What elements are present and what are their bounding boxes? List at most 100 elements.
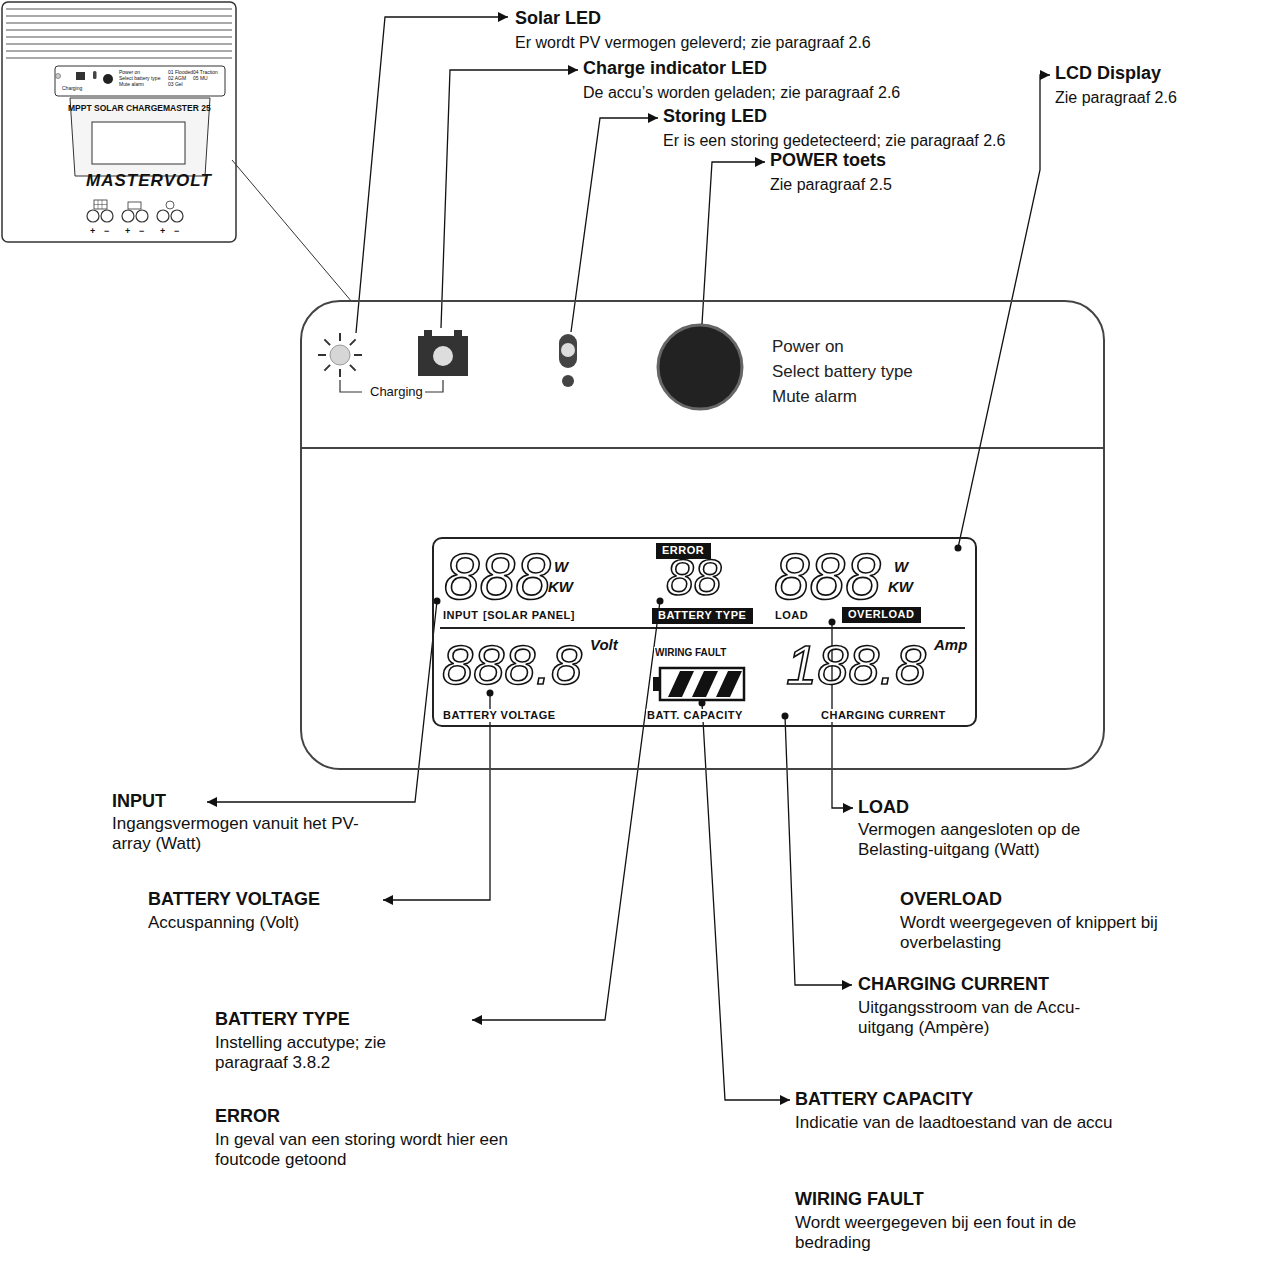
- thumb-label: Select battery type: [119, 76, 160, 81]
- lcd-display: ERRORBATTERY TYPEOVERLOAD888WKWINPUT[SOL…: [432, 537, 977, 727]
- led-group-label: Charging: [370, 385, 423, 399]
- callout-text: Er wordt PV vermogen geleverd; zie parag…: [515, 34, 871, 52]
- button-function: Power on: [772, 337, 844, 357]
- lcd-unit: KW: [548, 579, 573, 594]
- battery-terminal: [454, 330, 462, 336]
- terminal-polarity: +: [125, 227, 130, 236]
- callout-text: Wordt weergegeven bij een fout in de bed…: [795, 1213, 1110, 1253]
- lcd-digits: 88: [666, 553, 722, 603]
- zoom-line: [232, 160, 352, 302]
- thumb-label: Power on: [119, 70, 140, 75]
- capacity-bars: [668, 671, 742, 697]
- fault-icon-dot: [562, 375, 574, 387]
- device-housing: [2, 2, 236, 242]
- callout-text: Uitgangsstroom van de Accu-uitgang (Ampè…: [858, 998, 1098, 1038]
- lcd-digits: 888: [444, 545, 551, 609]
- lcd-label: BATT. CAPACITY: [646, 709, 744, 722]
- cooling-fins: [6, 9, 232, 58]
- lcd-unit: Amp: [934, 637, 967, 652]
- callout-title: LOAD: [858, 797, 909, 818]
- callout-text: Zie paragraaf 2.5: [770, 176, 892, 194]
- lcd-unit: Volt: [590, 637, 618, 652]
- solar-terminal-icon: [94, 200, 107, 209]
- lcd-indicator: OVERLOAD: [842, 607, 921, 623]
- lcd-label: BATTERY VOLTAGE: [442, 709, 557, 722]
- battery-capacity-icon: [660, 668, 744, 700]
- thumb-solar-led: [56, 74, 61, 79]
- terminal-polarity: +: [160, 227, 165, 236]
- thumb-power-button: [103, 74, 113, 84]
- battery-terminal-icon: [128, 202, 141, 209]
- leader-dots: [434, 545, 962, 720]
- callout-title: BATTERY TYPE: [215, 1009, 350, 1030]
- callout-title: INPUT: [112, 791, 166, 812]
- battery-type-code: 05 MU: [193, 76, 208, 81]
- power-button: [658, 325, 742, 409]
- thumb-fault-led: [93, 71, 97, 79]
- callout-title: LCD Display: [1055, 63, 1161, 84]
- model-name: MPPT SOLAR CHARGEMASTER 25: [68, 104, 211, 113]
- terminal-polarity: +: [90, 227, 95, 236]
- battery-terminal: [424, 330, 432, 336]
- terminal-polarity: −: [104, 227, 109, 236]
- lcd-label: WIRING FAULT: [654, 647, 727, 659]
- fault-led: [561, 343, 575, 357]
- lcd-label: [SOLAR PANEL]: [482, 609, 576, 622]
- callout-title: BATTERY VOLTAGE: [148, 889, 320, 910]
- battery-type-code: 01 Flooded: [168, 70, 193, 75]
- lcd-digits: 888.8: [442, 637, 582, 693]
- thumb-label: Mute alarm: [119, 82, 144, 87]
- charge-indicator-led: [433, 346, 453, 366]
- lcd-unit: W: [554, 559, 568, 574]
- button-function: Select battery type: [772, 362, 913, 382]
- callout-text: Indicatie van de laadtoestand van de acc…: [795, 1113, 1113, 1133]
- panel-divider: [301, 447, 1104, 449]
- callout-title: WIRING FAULT: [795, 1189, 924, 1210]
- lcd-digits: 188.8: [786, 637, 926, 693]
- device-control-strip: [55, 66, 225, 96]
- lcd-label: CHARGING CURRENT: [820, 709, 947, 722]
- lcd-divider: [440, 627, 965, 629]
- callout-text: De accu’s worden geladen; zie paragraaf …: [583, 84, 900, 102]
- callout-title: ERROR: [215, 1106, 280, 1127]
- callout-title: OVERLOAD: [900, 889, 1002, 910]
- lcd-indicator: BATTERY TYPE: [652, 608, 753, 624]
- thumb-charge-led: [76, 72, 85, 80]
- solar-terminal-icon: [94, 200, 107, 209]
- callout-title: CHARGING CURRENT: [858, 974, 1049, 995]
- battery-capacity-icon: [653, 677, 660, 691]
- lcd-unit: W: [894, 559, 908, 574]
- battery-type-code: 02 AGM: [168, 76, 186, 81]
- thumb-lcd: [92, 122, 185, 164]
- callout-title: Solar LED: [515, 8, 601, 29]
- callout-text: In geval van een storing wordt hier een …: [215, 1130, 550, 1170]
- callout-text: Accuspanning (Volt): [148, 913, 299, 933]
- battery-type-code: 04 Traction: [193, 70, 218, 75]
- callout-text: Wordt weergegeven of knippert bij overbe…: [900, 913, 1200, 953]
- charge-indicator-icon: [418, 336, 468, 376]
- brand-logo: MASTERVOLT: [86, 172, 212, 189]
- fault-icon: [559, 334, 577, 368]
- solar-led-rays: [318, 333, 362, 377]
- callout-text: Vermogen aangesloten op de Belasting-uit…: [858, 820, 1108, 860]
- callout-title: Charge indicator LED: [583, 58, 767, 79]
- callout-title: Storing LED: [663, 106, 767, 127]
- callout-title: BATTERY CAPACITY: [795, 1089, 973, 1110]
- load-terminal-icon: [166, 201, 174, 209]
- indicator-text: OVERLOAD: [848, 608, 914, 621]
- lcd-unit: KW: [888, 579, 913, 594]
- terminals: [87, 210, 183, 222]
- terminal-polarity: −: [139, 227, 144, 236]
- solar-led: [330, 345, 350, 365]
- front-panel: ERRORBATTERY TYPEOVERLOAD888WKWINPUT[SOL…: [300, 300, 1105, 770]
- callout-text: Instelling accutype; zie paragraaf 3.8.2: [215, 1033, 400, 1073]
- callout-title: POWER toets: [770, 150, 886, 171]
- callout-text: Er is een storing gedetecteerd; zie para…: [663, 132, 1005, 150]
- callout-text: Ingangsvermogen vanuit het PV-array (Wat…: [112, 814, 384, 854]
- lcd-label: LOAD: [774, 609, 809, 622]
- battery-type-code: 03 Gel: [168, 82, 183, 87]
- lcd-digits: 888: [774, 545, 881, 609]
- thumb-label: Charging: [62, 86, 82, 91]
